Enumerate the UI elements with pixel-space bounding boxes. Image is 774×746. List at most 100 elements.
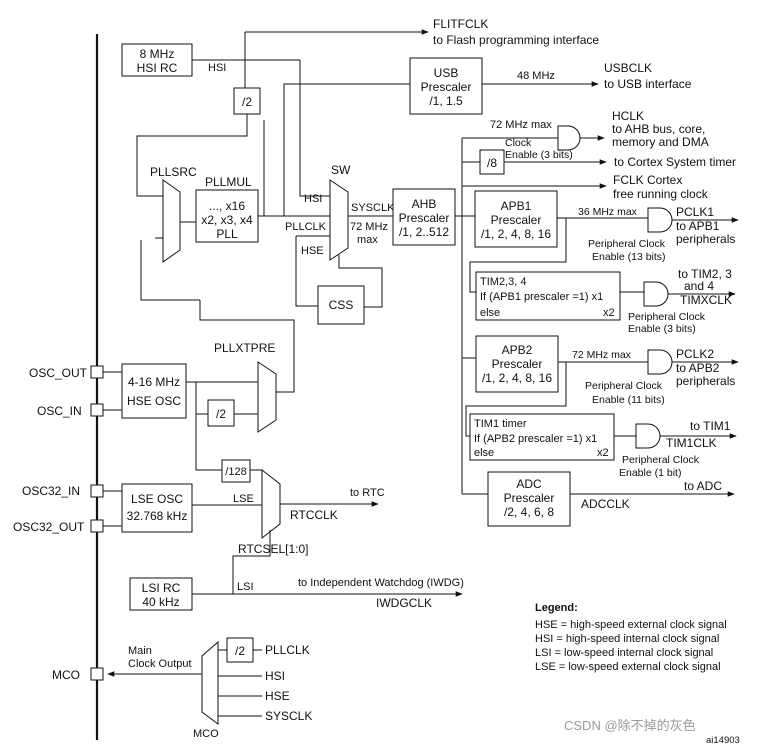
tim1-line4: x2 [597, 447, 609, 459]
lse-label: LSE [233, 493, 254, 505]
apb1-prescaler-block: APB1 Prescaler /1, 2, 4, 8, 16 [474, 190, 558, 248]
pllxtpre-label: PLLXTPRE [214, 341, 275, 355]
apb1-line2: Prescaler [491, 213, 542, 227]
mco-pllclk-label: PLLCLK [265, 643, 310, 657]
hsi-div2-block: /2 [233, 87, 261, 115]
sysclk-max-line2: max [357, 234, 378, 246]
tim234-block: TIM2,3, 4 If (APB1 prescaler =1) x1 else… [475, 271, 621, 321]
hclk-gate [557, 125, 581, 151]
div8-block: /8 [479, 149, 505, 175]
adc-prescaler-block: ADC Prescaler /2, 4, 6, 8 [487, 471, 571, 527]
figure-ref: ai14903 [706, 735, 740, 746]
hsi-div2-label: /2 [242, 95, 252, 109]
lsi-to-rtcmux [232, 530, 271, 594]
apb1-line1: APB1 [501, 199, 532, 213]
pllclk-label: PLLCLK [285, 221, 327, 233]
mco-div2-block: /2 [226, 637, 254, 663]
lsi-rc-line2: 40 kHz [142, 595, 179, 609]
ahb-prescaler-line3: /1, 2..512 [399, 225, 449, 239]
apb1-to-tim234 [469, 218, 567, 293]
pin-osc-out-label: OSC_OUT [29, 366, 88, 380]
sw-hsi-label: HSI [304, 193, 322, 205]
css-label: CSS [329, 298, 354, 312]
legend-item-lse: LSE = low-speed external clock signal [535, 661, 721, 673]
pclk1-desc-2: peripherals [676, 232, 735, 246]
lse-osc-line1: LSE OSC [131, 492, 183, 506]
flitfclk-desc: to Flash programming interface [433, 33, 599, 47]
tim1clk-gate [635, 423, 661, 449]
div128-label: /128 [225, 466, 246, 478]
sysclk-label: SYSCLK [351, 202, 395, 214]
hse-osc-line2: HSE OSC [127, 394, 181, 408]
hclk-desc-2: memory and DMA [612, 135, 709, 149]
apb1-max-label: 36 MHz max [578, 206, 638, 218]
pclk1-gate [647, 207, 673, 233]
pll-block: ..., x16 x2, x3, x4 PLL [195, 189, 259, 243]
hsi-to-sw [299, 60, 330, 197]
pce3-line2: Enable (3 bits) [628, 323, 696, 335]
timxclk-label: TIMXCLK [680, 293, 732, 307]
mco-title-2: Clock Output [128, 658, 192, 670]
tim234-line3: else [480, 307, 500, 319]
legend: Legend: HSE = high-speed external clock … [535, 602, 727, 673]
css-block: CSS [317, 285, 365, 325]
tim1-line1: TIM1 timer [474, 418, 527, 430]
pll-line1: ..., x16 [209, 199, 245, 213]
hsi-div2-to-pllsrc [136, 114, 248, 197]
pllxtpre-mux [257, 361, 277, 433]
legend-item-hsi: HSI = high-speed internal clock signal [535, 633, 719, 645]
sw-hse-label: HSE [301, 245, 324, 257]
legend-item-hse: HSE = high-speed external clock signal [535, 619, 727, 631]
pclk2-label: PCLK2 [676, 347, 714, 361]
apb2-max-label: 72 MHz max [572, 349, 632, 361]
pin-osc-out: OSC_OUT [29, 365, 122, 380]
sw-css-wire [338, 255, 383, 308]
apb1-line3: /1, 2, 4, 8, 16 [481, 227, 551, 241]
pce13-line2: Enable (13 bits) [592, 251, 666, 263]
ahb-prescaler-block: AHB Prescaler /1, 2..512 [392, 188, 456, 246]
pce11-line2: Enable (11 bits) [592, 394, 665, 406]
legend-item-lsi: LSI = low-speed internal clock signal [535, 647, 713, 659]
div128-block: /128 [221, 459, 251, 483]
tim234-line2: If (APB1 prescaler =1) x1 [480, 291, 603, 303]
rtcsel-mux [261, 468, 281, 540]
hse-to-css [295, 236, 318, 307]
usb-prescaler-block: USB Prescaler /1, 1.5 [409, 57, 483, 115]
hse-to-div128 [195, 414, 222, 471]
mco-hsi-label: HSI [265, 669, 285, 683]
mco-div2-label: /2 [235, 644, 245, 658]
rtcsel-label: RTCSEL[1:0] [238, 542, 308, 556]
mco-mux [201, 640, 219, 725]
usb-freq-label: 48 MHz [517, 70, 555, 82]
apb2-to-tim1 [465, 362, 567, 437]
rtcclk-label: RTCCLK [290, 508, 338, 522]
cortex-timer-label: to Cortex System timer [614, 155, 736, 169]
div128-to-rtcmux [250, 469, 263, 484]
sw-mux [329, 179, 349, 261]
rtc-dest-label: to RTC [350, 487, 385, 499]
pllsrc-mux [162, 179, 181, 263]
pllsrc-label: PLLSRC [150, 165, 197, 179]
iwdg-dest-label: to Independent Watchdog (IWDG) [298, 577, 464, 589]
iwdgclk-label: IWDGCLK [376, 596, 432, 610]
tim1-dest-label: to TIM1 [690, 419, 731, 433]
tim1-line2: If (APB2 prescaler =1) x1 [474, 433, 597, 445]
hsi-rc-line1: 8 MHz [140, 47, 175, 61]
flitfclk-label: FLITFCLK [433, 17, 488, 31]
tim234-dest-2: and 4 [684, 279, 714, 293]
pin-osc32-in-label: OSC32_IN [22, 484, 80, 498]
adc-line3: /2, 4, 6, 8 [504, 505, 554, 519]
mco-mux-label: MCO [193, 728, 219, 740]
pce11-line1: Peripheral Clock [585, 380, 663, 392]
hse-div2-label: /2 [216, 407, 226, 421]
tim234-line4: x2 [603, 307, 615, 319]
lse-osc-line2: 32.768 kHz [127, 509, 188, 523]
hsi-wire-label: HSI [208, 62, 226, 74]
hse-osc-block: 4-16 MHz HSE OSC [121, 363, 187, 419]
usb-prescaler-line2: Prescaler [421, 80, 472, 94]
legend-title: Legend: [535, 602, 578, 614]
pllsrc-hse-loop [140, 240, 200, 301]
usb-prescaler-line3: /1, 1.5 [429, 94, 463, 108]
usb-prescaler-line1: USB [434, 66, 459, 80]
clock-enable-line2: Enable (3 bits) [505, 149, 573, 161]
